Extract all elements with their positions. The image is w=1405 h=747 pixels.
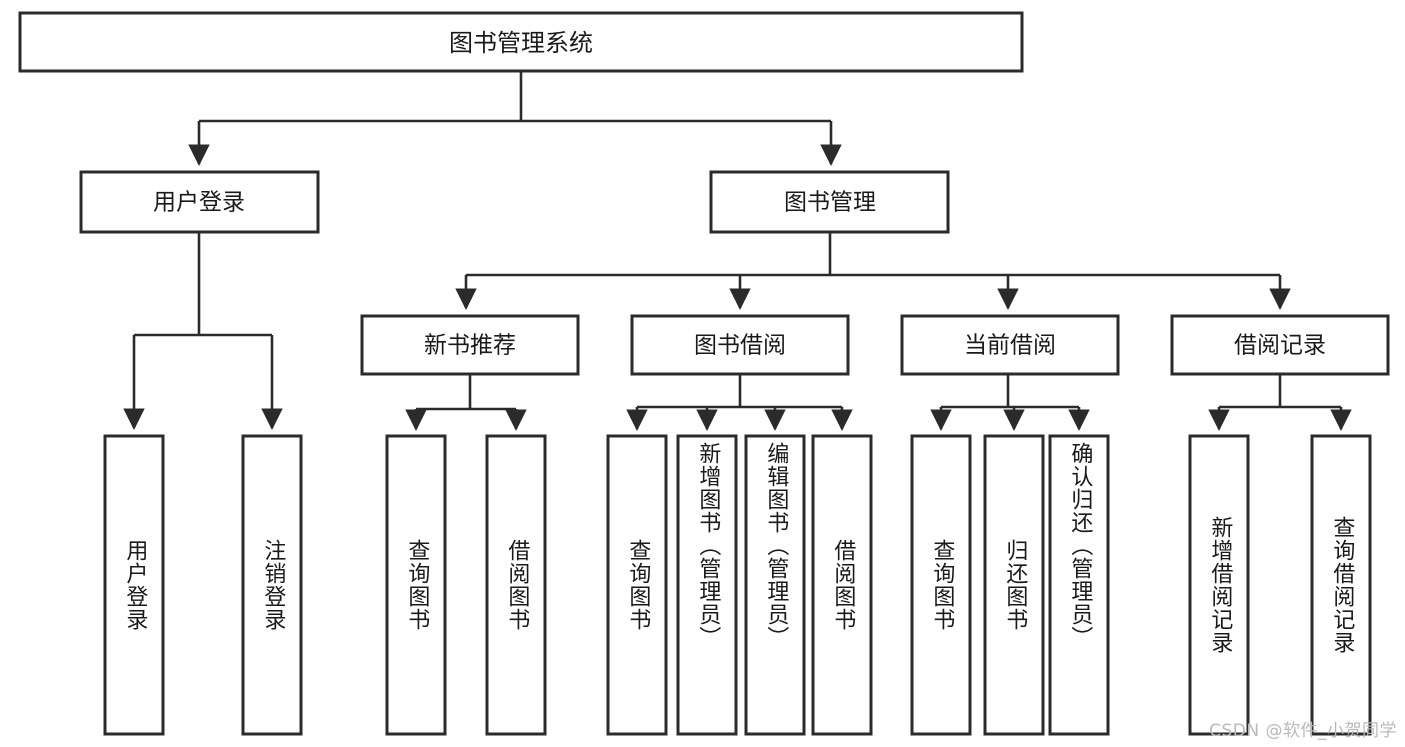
edge-group-current-borrow xyxy=(930,374,1090,431)
leaf-box-confirm-return[interactable] xyxy=(1048,434,1110,736)
leaf-box-query-book-cb[interactable] xyxy=(910,434,972,736)
csdn-watermark: CSDN @软件_小贺同学 xyxy=(1209,721,1397,741)
node-root-box[interactable] xyxy=(18,11,1024,73)
leaf-box-borrow-book-nbr[interactable] xyxy=(485,434,547,736)
node-borrow-record-box[interactable] xyxy=(1170,314,1390,376)
node-root[interactable]: 图书管理系统 xyxy=(18,11,1024,73)
leaf-box-query-record[interactable] xyxy=(1310,434,1372,736)
leaf-box-add-book-admin[interactable] xyxy=(676,434,738,736)
node-book-borrow-label: 图书借阅 xyxy=(694,333,786,359)
node-current-borrow-box[interactable] xyxy=(900,314,1120,376)
node-borrow-record[interactable]: 借阅记录 xyxy=(1170,314,1390,376)
node-user-login-box[interactable] xyxy=(79,170,320,234)
leaf-box-query-book-bb[interactable] xyxy=(606,434,668,736)
node-current-borrow[interactable]: 当前借阅 xyxy=(900,314,1120,376)
node-book-manage[interactable]: 图书管理 xyxy=(709,170,950,234)
leaf-box-add-record[interactable] xyxy=(1188,434,1250,736)
node-new-book-recommend-label: 新书推荐 xyxy=(424,333,516,359)
node-current-borrow-label: 当前借阅 xyxy=(964,333,1056,359)
leaf-box-logout[interactable] xyxy=(241,434,303,736)
edge-group-borrow-record xyxy=(1208,374,1352,431)
edge-group-root xyxy=(188,71,842,166)
node-borrow-record-label: 借阅记录 xyxy=(1234,333,1326,359)
leaf-box-edit-book-admin[interactable] xyxy=(744,434,806,736)
edge-group-book-borrow xyxy=(626,374,853,431)
node-user-login[interactable]: 用户登录 xyxy=(79,170,320,234)
node-book-borrow-box[interactable] xyxy=(630,314,850,376)
edge-group-book-manage xyxy=(455,232,1291,310)
leaf-box-query-book-nbr[interactable] xyxy=(385,434,447,736)
leaf-boxes xyxy=(103,434,1372,736)
node-root-label: 图书管理系统 xyxy=(449,29,593,57)
edge-group-new-book-recommend xyxy=(405,374,527,431)
leaf-box-borrow-book[interactable] xyxy=(811,434,873,736)
leaf-box-return-book[interactable] xyxy=(983,434,1045,736)
node-book-manage-label: 图书管理 xyxy=(784,190,876,216)
node-user-login-label: 用户登录 xyxy=(153,190,245,216)
node-new-book-recommend-box[interactable] xyxy=(360,314,580,376)
edge-group-user-login xyxy=(123,232,283,430)
node-book-borrow[interactable]: 图书借阅 xyxy=(630,314,850,376)
leaf-box-user-login[interactable] xyxy=(103,434,165,736)
node-new-book-recommend[interactable]: 新书推荐 xyxy=(360,314,580,376)
node-book-manage-box[interactable] xyxy=(709,170,950,234)
